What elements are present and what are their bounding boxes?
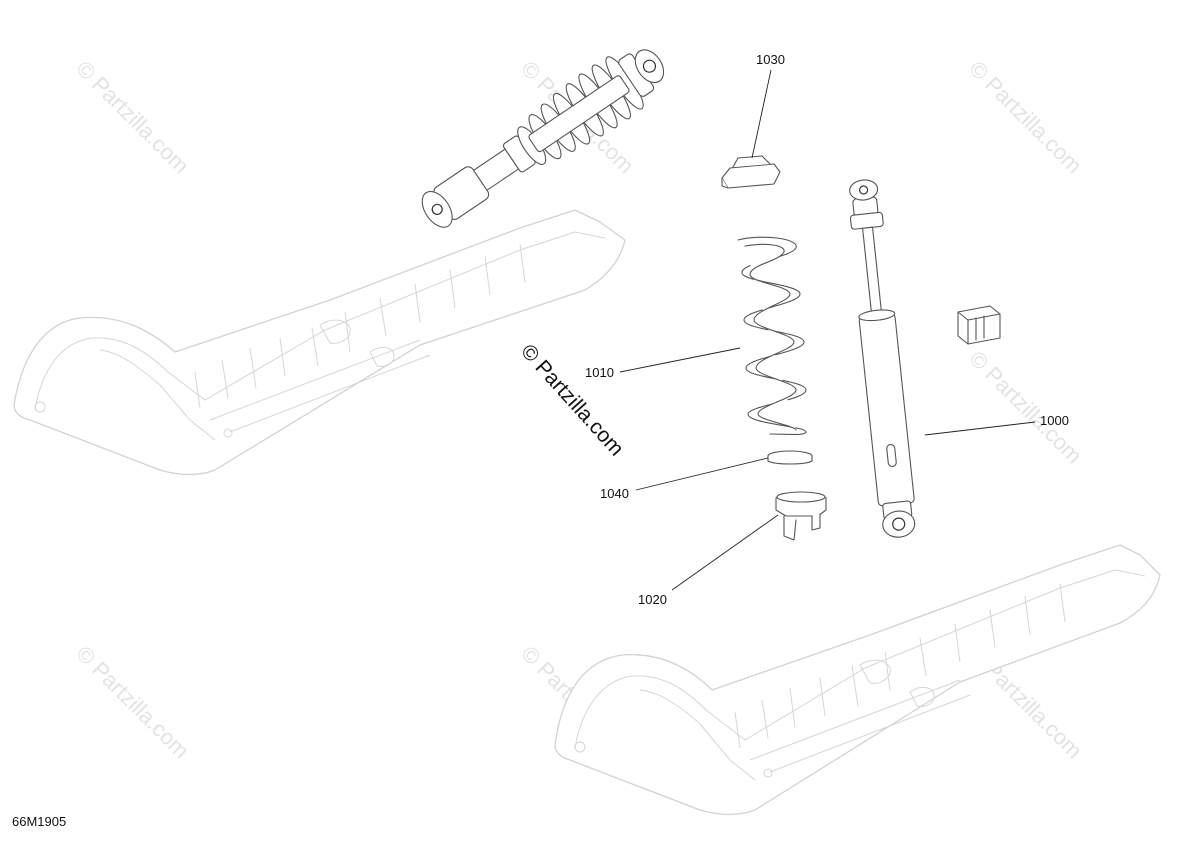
callout-1010[interactable]: 1010 — [585, 365, 614, 380]
leader-1040 — [635, 457, 769, 491]
watermark-bottom-left: © Partzilla.com — [71, 641, 194, 764]
center-watermark: © Partzilla.com — [516, 340, 628, 461]
callout-1030[interactable]: 1030 — [756, 52, 785, 67]
part-1010-spring — [737, 236, 807, 436]
leader-lines — [619, 69, 1036, 591]
shock-assembly — [421, 49, 665, 228]
callout-1000[interactable]: 1000 — [1040, 413, 1069, 428]
drawing-number: 66M1905 — [12, 814, 66, 829]
watermark-top-right: © Partzilla.com — [964, 56, 1087, 179]
ski-right — [554, 544, 1161, 816]
part-1020-retainer — [775, 491, 827, 541]
part-1040-washer — [767, 450, 813, 465]
leader-1020 — [671, 514, 779, 591]
callout-1040[interactable]: 1040 — [600, 486, 629, 501]
shock-reservoir-block — [957, 305, 1001, 345]
ski-left — [13, 209, 626, 476]
leader-1000 — [924, 421, 1036, 436]
callout-labels: 1030 1010 1000 1040 1020 — [585, 52, 1069, 607]
part-1000-shock — [849, 179, 916, 538]
leader-1010 — [619, 347, 741, 373]
watermark-top-left: © Partzilla.com — [71, 56, 194, 179]
part-1030-cap — [721, 155, 781, 189]
leader-1030 — [751, 69, 772, 159]
watermark-mid-right: © Partzilla.com — [964, 346, 1087, 469]
callout-1020[interactable]: 1020 — [638, 592, 667, 607]
